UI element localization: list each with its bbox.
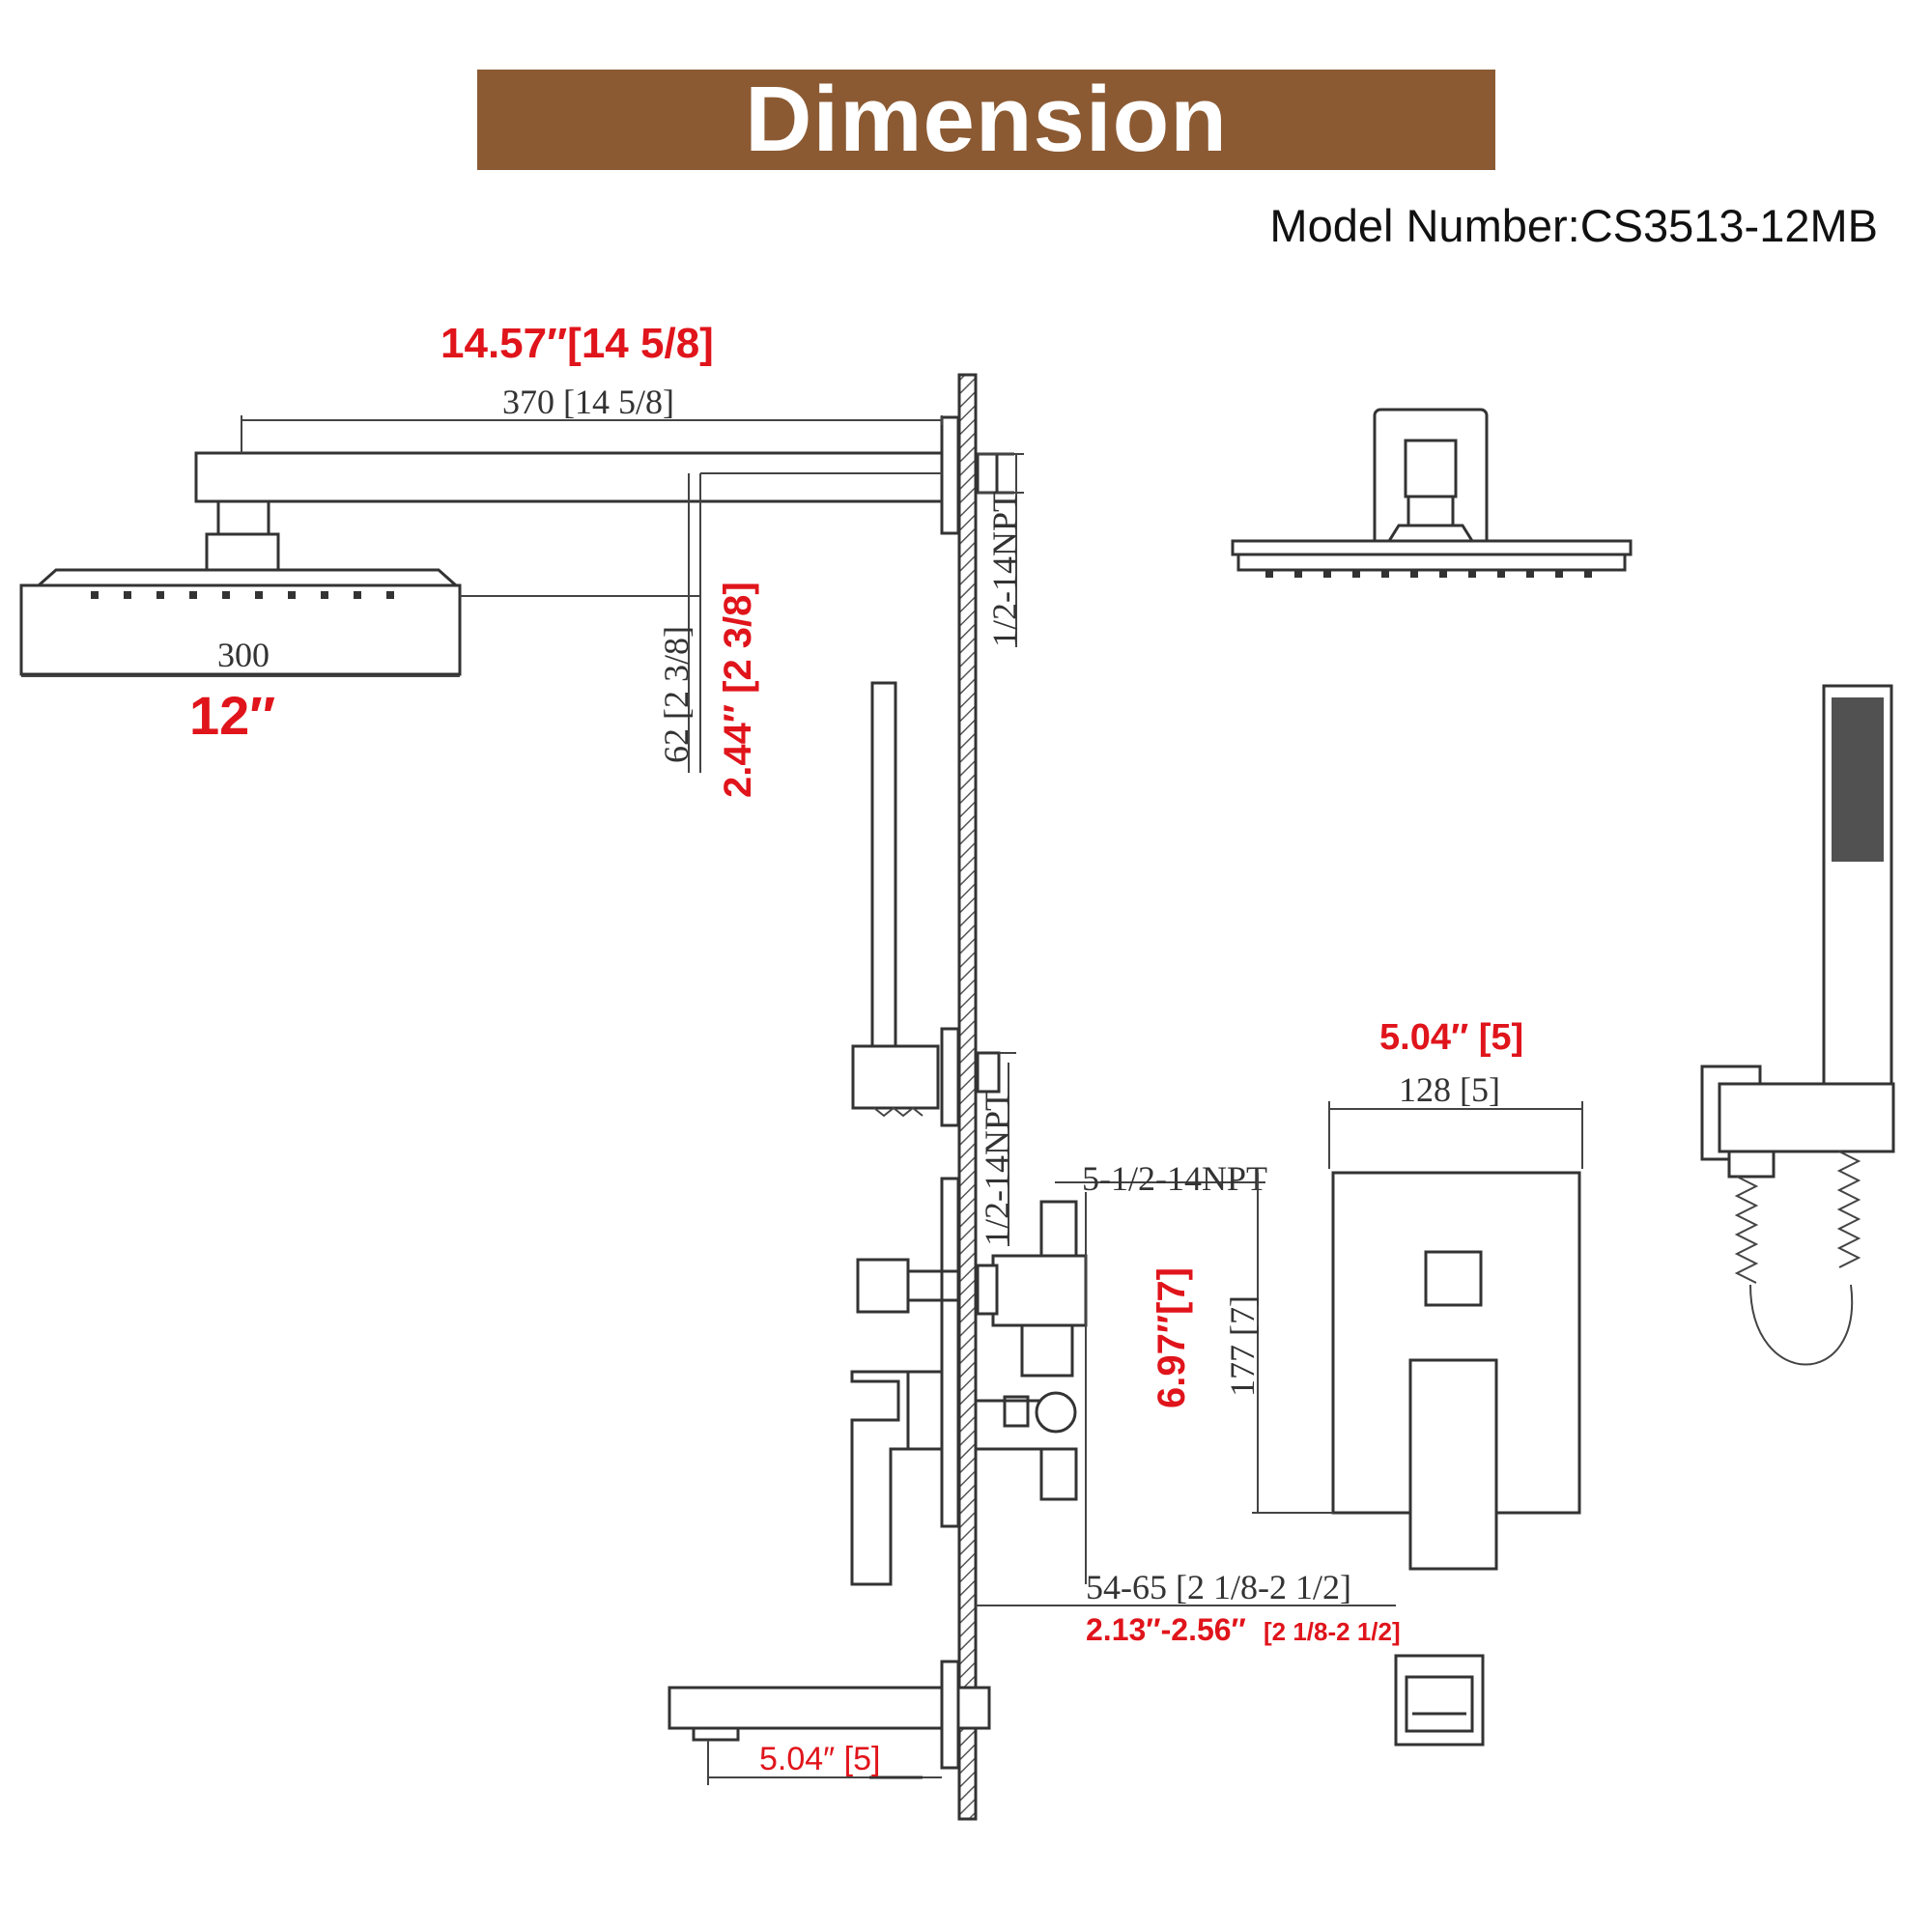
top-npt-dimension: 1/2-14NPT <box>978 453 1024 647</box>
drop-dimension: 62 [2 3/8] 2.44″ [2 3/8] <box>460 472 942 798</box>
depth-in-frac: [2 1/8-2 1/2] <box>1264 1617 1401 1646</box>
plate-width-in: 5.04″ [5] <box>1379 1017 1523 1058</box>
depth-dimension: 54-65 [2 1/8-2 1/2] 2.13″-2.56″ [2 1/8-2… <box>976 1568 1401 1647</box>
head-nozzles <box>91 591 394 599</box>
spout-front-view <box>1394 1654 1485 1747</box>
valve-assembly <box>850 1177 1088 1586</box>
head-width-mm: 300 <box>217 636 270 674</box>
plate-height-mm: 177 [7] <box>1223 1295 1262 1397</box>
valve-npt: 5-1/2-14NPT <box>1082 1159 1267 1198</box>
drop-mm: 62 [2 3/8] <box>657 626 696 763</box>
plate-height-in: 6.97″[7] <box>1151 1267 1193 1408</box>
hand-shower-nozzle-grid <box>1832 697 1884 862</box>
depth-mm: 54-65 [2 1/8-2 1/2] <box>1086 1568 1351 1606</box>
depth-in: 2.13″-2.56″ <box>1086 1612 1246 1647</box>
shower-head-front-view <box>1231 408 1633 578</box>
plate-height-dimension: 177 [7] 6.97″[7] <box>1151 1173 1333 1514</box>
title-banner: Dimension <box>477 68 1495 171</box>
mid-npt-dimension: 1/2-14NPT <box>978 1063 1016 1246</box>
plate-width-dimension: 128 [5] 5.04″ [5] <box>1328 1017 1583 1169</box>
head-width-dimension: 300 12′′ <box>21 636 460 746</box>
mid-npt: 1/2-14NPT <box>978 1090 1016 1246</box>
wall <box>957 373 978 1821</box>
hand-shower-left-view <box>851 681 1016 1127</box>
spout-in: 5.04″ [5] <box>759 1741 880 1777</box>
arm-length-dimension: 370 [14 5/8] 14.57″[14 5/8] <box>241 320 943 453</box>
model-number: Model Number:CS3513-12MB <box>1269 200 1878 251</box>
arm-length-mm: 370 [14 5/8] <box>502 383 674 421</box>
banner-title: Dimension <box>745 68 1228 171</box>
arm-length-in: 14.57″[14 5/8] <box>440 320 714 367</box>
plate-width-mm: 128 [5] <box>1399 1070 1500 1109</box>
top-npt: 1/2-14NPT <box>985 491 1024 647</box>
shower-arm-assembly <box>19 415 1014 676</box>
head-width-in: 12′′ <box>189 685 275 746</box>
valve-npt-dimension: 5-1/2-14NPT <box>1055 1159 1267 1584</box>
tub-spout: 5.04″ [5] <box>668 1660 991 1785</box>
trim-plate <box>1331 1171 1581 1571</box>
drop-in: 2.44″ [2 3/8] <box>717 582 759 798</box>
